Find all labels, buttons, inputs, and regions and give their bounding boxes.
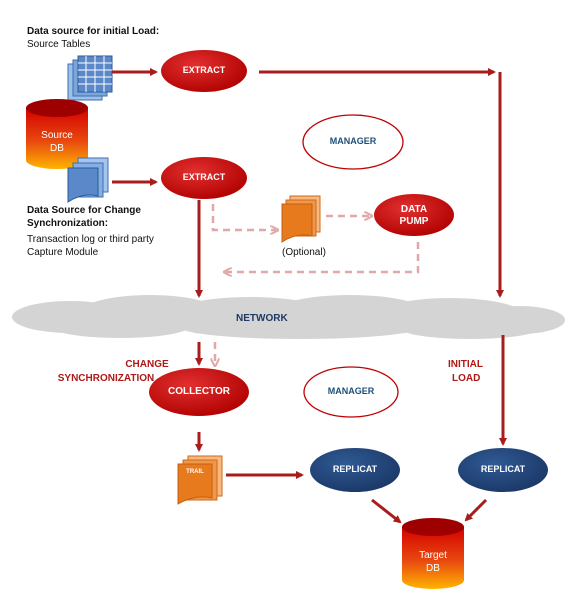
trail-icon <box>177 455 223 505</box>
transaction-log-icon <box>67 157 109 203</box>
extract-mid-label: EXTRACT <box>182 172 226 182</box>
change-sync-label-1: CHANGE <box>125 359 169 370</box>
manager-bottom-node <box>303 366 399 418</box>
initial-load-label-1: INITIAL <box>448 359 483 370</box>
target-db-label-1: Target <box>419 550 447 561</box>
replicat-left-node <box>310 448 400 492</box>
collector-label: COLLECTOR <box>167 386 231 397</box>
arrow-extract-to-optional <box>211 204 276 230</box>
target-db-icon <box>402 518 464 589</box>
change-sync-title-1: Data Source for Change <box>27 205 141 216</box>
dashed-arrows <box>211 204 420 364</box>
change-sync-title-2: Synchronization: <box>27 218 109 229</box>
extract-top-label: EXTRACT <box>182 65 226 75</box>
solid-arrows <box>112 68 507 524</box>
collector-node <box>149 368 249 416</box>
optional-label: (Optional) <box>282 247 326 258</box>
data-pump-label-1: DATA <box>400 204 428 215</box>
source-db-label-1: Source <box>41 130 73 141</box>
arrow-pump-to-network <box>226 242 420 272</box>
initial-load-label-2: LOAD <box>452 373 481 384</box>
data-pump-node <box>374 194 454 236</box>
extract-mid-node <box>161 157 247 199</box>
data-pump-label-2: PUMP <box>399 216 429 227</box>
target-db-label-2: DB <box>426 563 440 574</box>
replicat-right-node <box>458 448 548 492</box>
source-tables-icon <box>67 55 113 101</box>
arrow-replicat-to-target-left <box>371 498 402 524</box>
initial-load-subtitle: Source Tables <box>27 39 91 50</box>
source-db-label-2: DB <box>50 143 64 154</box>
change-sync-label-2: SYNCHRONIZATION <box>57 373 155 384</box>
extract-top-node <box>161 50 247 92</box>
manager-top-label: MANAGER <box>329 136 377 146</box>
change-sync-subtitle-2: Capture Module <box>27 247 99 258</box>
manager-bottom-label: MANAGER <box>327 386 375 396</box>
trail-label: TRAIL <box>186 469 204 475</box>
network-label: NETWORK <box>236 313 288 324</box>
replicat-right-label: REPLICAT <box>480 464 526 474</box>
replicat-left-label: REPLICAT <box>332 464 378 474</box>
optional-trail-icon <box>281 195 321 243</box>
arrow-replicat-to-target-right <box>464 498 488 522</box>
source-db-icon <box>26 99 88 169</box>
change-sync-subtitle-1: Transaction log or third party <box>27 234 154 245</box>
network-cloud <box>12 295 565 339</box>
initial-load-title: Data source for initial Load: <box>27 26 160 37</box>
manager-top-node <box>302 114 404 170</box>
